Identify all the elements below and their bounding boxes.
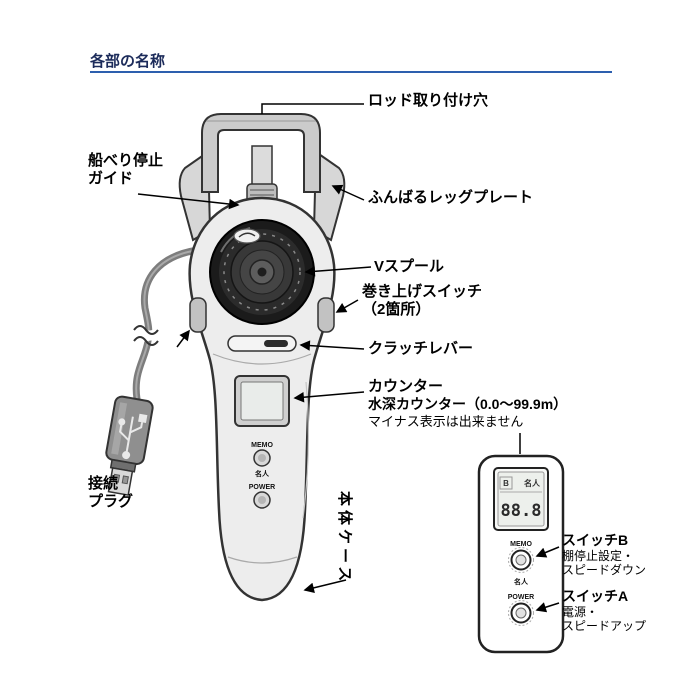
label-hoist-switch-2: （2箇所） (362, 301, 431, 318)
label-clutch-lever: クラッチレバー (368, 340, 474, 357)
depth-counter-display (234, 375, 290, 427)
callout-line-hoist-right (335, 299, 359, 313)
label-plug-1: 接続 (88, 475, 119, 492)
callout-line-v-spool (304, 266, 372, 277)
inset-lcd-indicator-b: B (503, 479, 509, 488)
label-counter-note: マイナス表示は出来ません (368, 414, 524, 429)
label-switch-a-2: スピードアップ (562, 619, 647, 633)
usb-cable (132, 246, 202, 403)
label-gunwale-stop-1: 船べり停止 (88, 152, 164, 169)
rod-clamp (201, 113, 321, 193)
label-gunwale-stop-2: ガイド (88, 170, 134, 187)
callout-line-hoist-left (176, 329, 190, 348)
leg-plate-right (312, 150, 346, 242)
callout-line-counter (293, 391, 365, 403)
label-body-case: 本体ケース (336, 491, 353, 586)
callout-line-rod-hole (261, 103, 364, 114)
callout-line-clutch (299, 340, 365, 351)
clutch-lever (227, 335, 297, 352)
brand-logo (233, 228, 261, 244)
callout-line-switch-b (535, 546, 560, 558)
callout-line-gunwale-stop (137, 193, 240, 210)
inset-remote: B 名人 88.8 MEMO 名人 POWER (477, 454, 565, 654)
callout-line-switch-a (535, 602, 560, 613)
label-counter-title: カウンター (368, 378, 444, 395)
usb-icon (118, 413, 148, 460)
label-switch-b-1: 棚停止設定・ (562, 549, 635, 563)
label-switch-b-2: スピードダウン (562, 563, 647, 577)
title-rule (90, 71, 612, 73)
label-switch-b-title: スイッチB (562, 532, 629, 548)
device-meijin-label: 名人 (255, 469, 270, 478)
device-memo-label: MEMO (251, 442, 273, 449)
callout-line-leg-plate (331, 184, 365, 201)
inset-lcd-value: 88.8 (501, 501, 542, 521)
inset-lcd-indicator-meijin: 名人 (524, 478, 541, 488)
device-controls: MEMO 名人 POWER (249, 442, 275, 509)
hoist-switch-left (189, 297, 207, 333)
label-counter-sub: 水深カウンター（0.0～99.9m） (368, 396, 568, 412)
callout-line-body-case (303, 579, 347, 593)
inset-memo-label: MEMO (510, 541, 532, 548)
label-leg-plate: ふんばるレッグプレート (368, 189, 534, 206)
label-plug-2: プラグ (88, 493, 134, 510)
label-switch-a-1: 電源・ (562, 605, 599, 619)
usb-plug (105, 395, 154, 496)
label-hoist-switch-1: 巻き上げスイッチ (362, 283, 483, 300)
device-power-label: POWER (249, 484, 275, 491)
label-switch-a-title: スイッチA (562, 588, 629, 604)
label-rod-hole: ロッド取り付け穴 (368, 92, 489, 109)
page-title: 各部の名称 (90, 53, 166, 70)
inset-meijin-label: 名人 (514, 577, 529, 586)
label-v-spool: Vスプール (374, 258, 445, 275)
v-spool (209, 219, 315, 325)
hoist-switch-right (317, 297, 335, 333)
inset-power-label: POWER (508, 594, 534, 601)
callout-lines (137, 103, 560, 613)
